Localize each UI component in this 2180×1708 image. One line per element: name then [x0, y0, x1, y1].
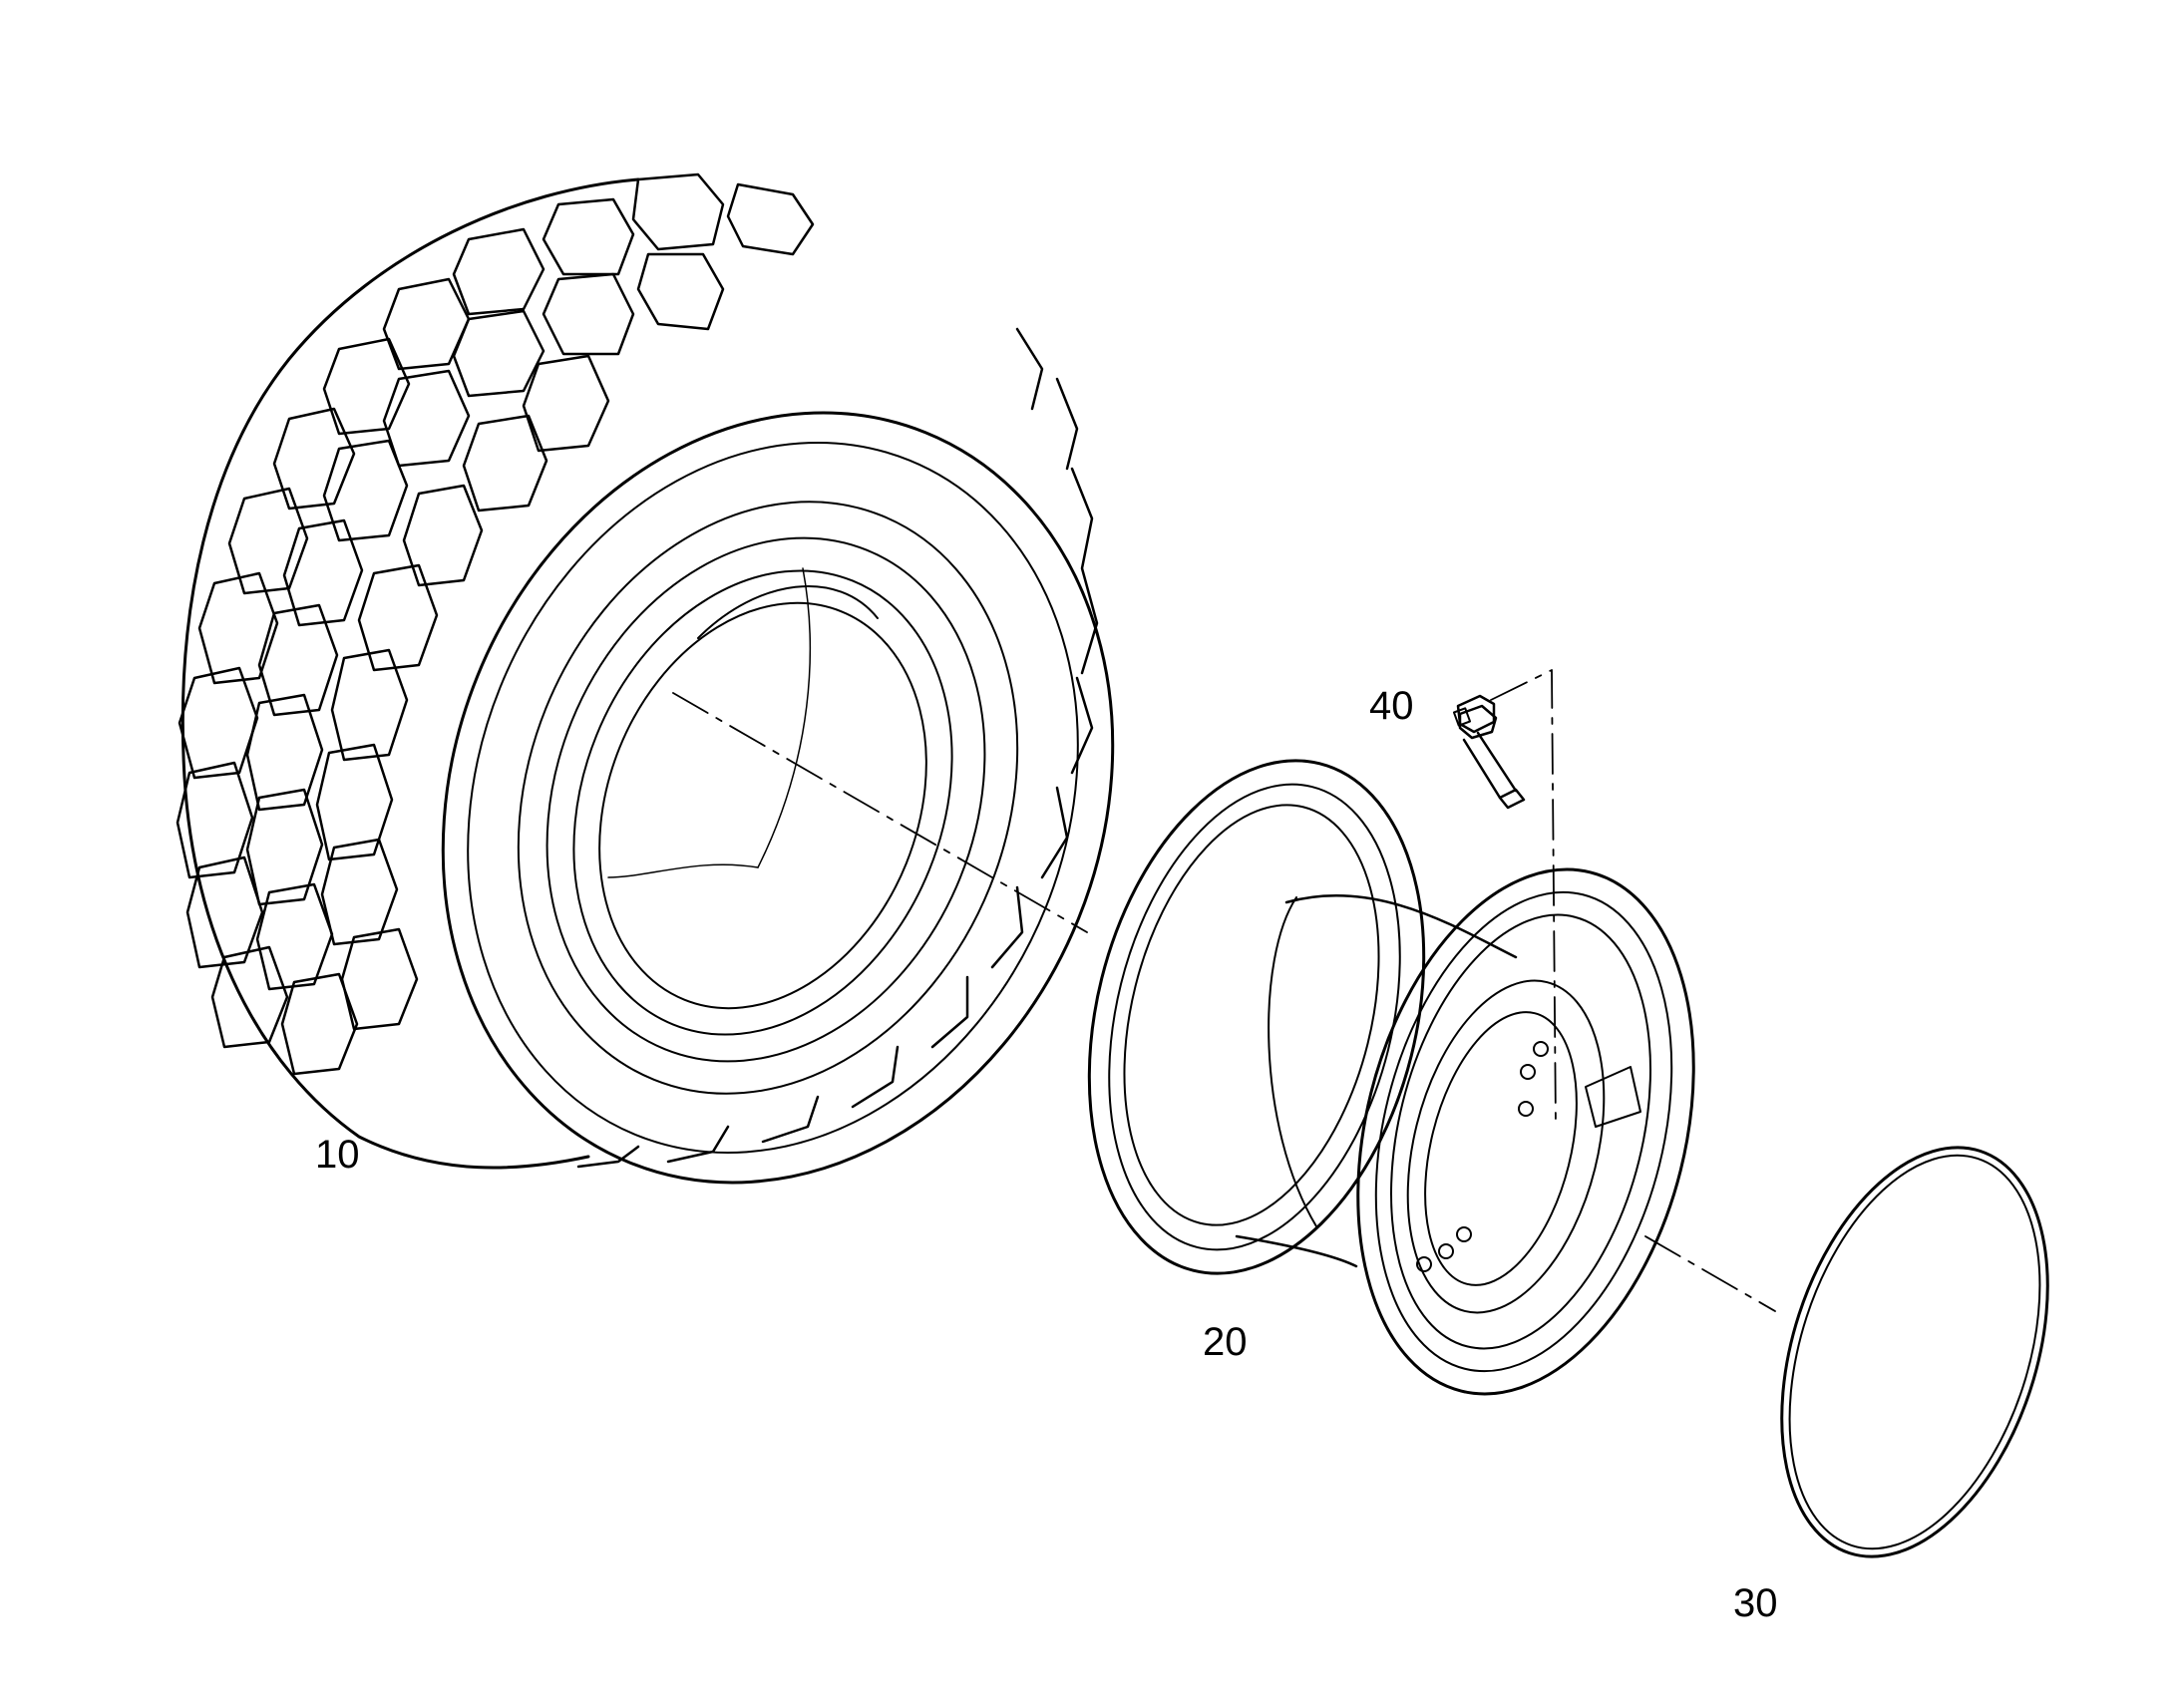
tire-drawing	[176, 172, 1115, 1185]
wheel-rim-drawing	[1087, 759, 1695, 1396]
o-ring-drawing	[1780, 1146, 2049, 1558]
valve-drawing	[1452, 694, 1526, 810]
part-label-o-ring: 30	[1733, 1581, 1778, 1625]
part-label-valve: 40	[1369, 684, 1414, 728]
part-label-wheel-rim: 20	[1203, 1320, 1248, 1364]
part-label-tire: 10	[315, 1133, 360, 1177]
